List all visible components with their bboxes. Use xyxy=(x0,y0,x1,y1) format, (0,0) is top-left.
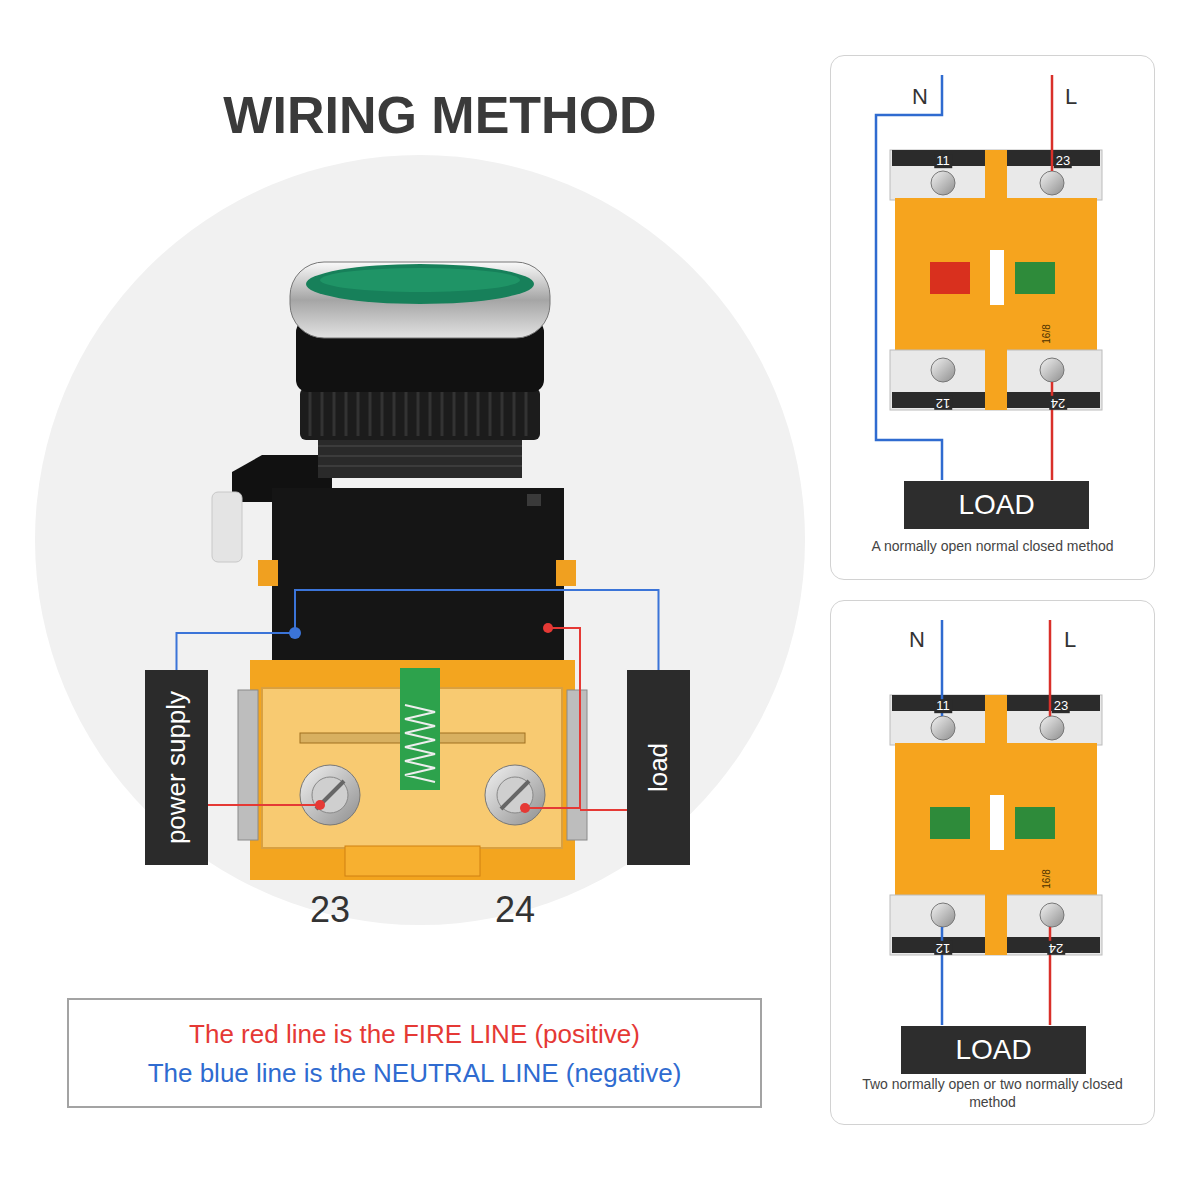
load-box: LOAD xyxy=(904,481,1089,529)
terminal-label: 11 xyxy=(934,699,952,713)
panel-caption: Two normally open or two normally closed… xyxy=(862,1075,1124,1111)
neutral-wire xyxy=(177,590,659,670)
terminal-label: 24 xyxy=(1049,396,1067,410)
box-label: load xyxy=(643,743,674,792)
load-box: load xyxy=(627,670,690,865)
box-label: LOAD xyxy=(958,489,1034,521)
panel-caption: A normally open normal closed method xyxy=(843,537,1143,555)
terminal-label: 23 xyxy=(1054,154,1072,168)
terminal-label: 23 xyxy=(1052,699,1070,713)
wire-dot xyxy=(520,803,530,813)
terminal-label: L xyxy=(1064,628,1076,651)
terminal-label: N xyxy=(909,628,925,651)
switch-block xyxy=(890,150,1102,410)
legend-box: The red line is the FIRE LINE (positive)… xyxy=(67,998,762,1108)
wire-dot xyxy=(543,623,553,633)
backdrop-circle xyxy=(35,155,805,925)
legend-text: The red line is the FIRE LINE (positive) xyxy=(189,1019,640,1049)
switch-block xyxy=(890,695,1102,955)
terminal-label: 16/8 xyxy=(1042,324,1053,343)
wire-dot xyxy=(315,800,325,810)
terminal-label: 12 xyxy=(934,396,952,410)
terminal-label: 12 xyxy=(934,941,952,955)
push-button xyxy=(212,262,587,880)
power-supply-box: power supply xyxy=(145,670,208,865)
terminal-label: 16/8 xyxy=(1042,869,1053,888)
box-label: power supply xyxy=(161,691,192,844)
terminal-label: L xyxy=(1065,85,1077,108)
box-label: LOAD xyxy=(955,1034,1031,1066)
wiring-panel: Two normally open or two normally closed… xyxy=(830,600,1155,1125)
wiring-panel: A normally open normal closed method LOAD xyxy=(830,55,1155,580)
load-box: LOAD xyxy=(901,1026,1086,1074)
page-title: WIRING METHOD xyxy=(223,88,656,143)
fire-wire xyxy=(208,628,627,810)
terminal-label: 11 xyxy=(934,154,952,168)
terminal-number: 23 xyxy=(310,891,350,929)
terminal-number: 24 xyxy=(495,891,535,929)
terminal-label: N xyxy=(912,85,928,108)
legend-text: The blue line is the NEUTRAL LINE (negat… xyxy=(148,1058,682,1088)
terminal-label: 24 xyxy=(1047,941,1065,955)
